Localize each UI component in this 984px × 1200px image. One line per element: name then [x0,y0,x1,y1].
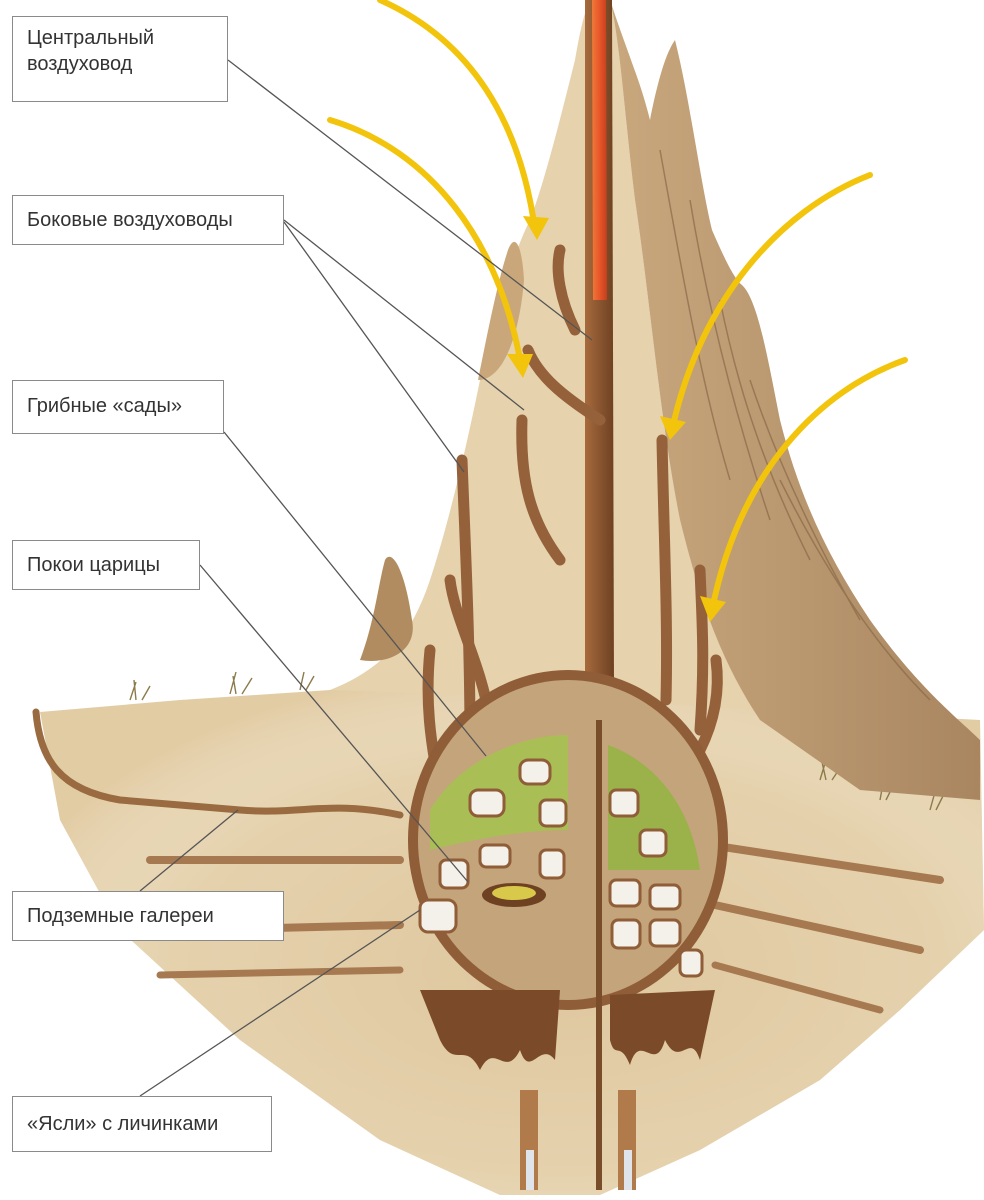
label-nursery: «Ясли» с личинками [12,1096,272,1152]
label-side-air-ducts: Боковые воздуховоды [12,195,284,245]
label-underground-galleries: Подземные галереи [12,891,284,941]
label-fungus-gardens: Грибные «сады» [12,380,224,434]
label-central-air-duct: Центральный воздуховод [12,16,228,102]
label-queen-chamber: Покои царицы [12,540,200,590]
